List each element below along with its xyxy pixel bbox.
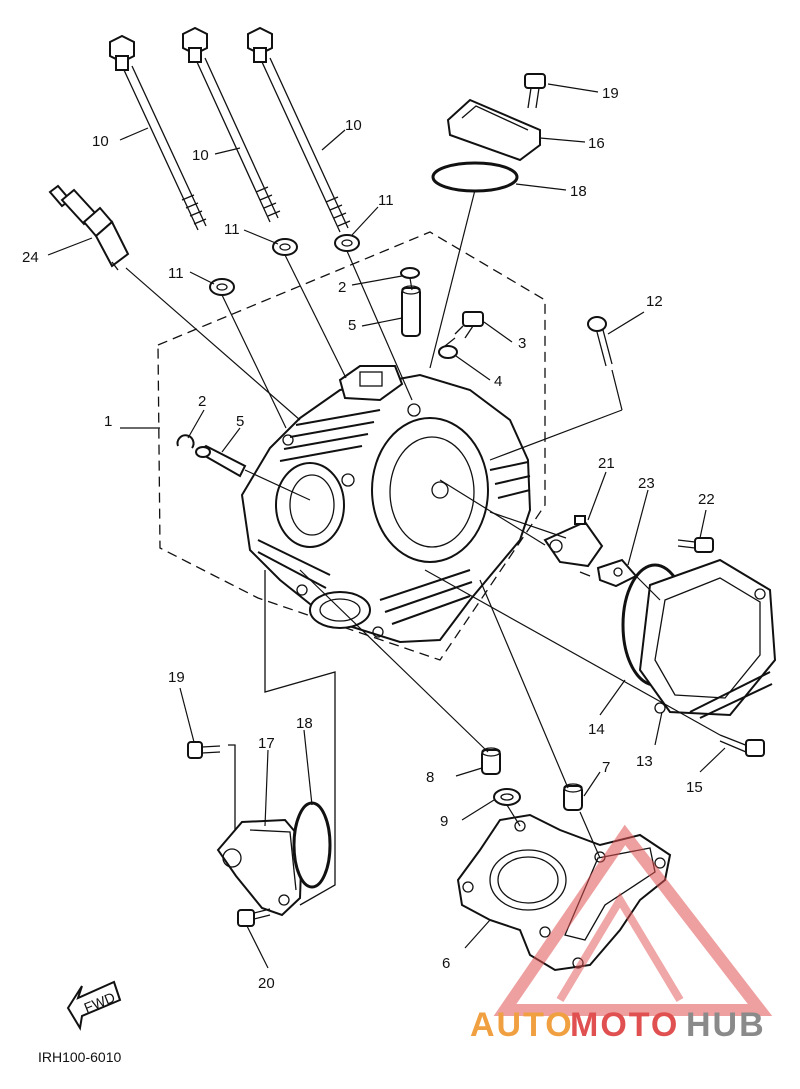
callout-19-top: 19 [602, 85, 619, 102]
washer-4 [438, 345, 458, 359]
callout-leaders [47, 83, 726, 969]
watermark-auto: AUTO [470, 1006, 574, 1044]
diagram-code: IRH100-6010 [38, 1049, 121, 1065]
part-23 [579, 558, 638, 588]
callout-17: 17 [258, 735, 275, 752]
watermark-text: AUTO MOTO HUB [470, 1006, 766, 1044]
callout-18-top: 18 [570, 183, 587, 200]
callout-11-b: 11 [224, 221, 240, 238]
valve-guide-upper [401, 285, 421, 337]
callout-18-bottom: 18 [296, 715, 313, 732]
callout-11-a: 11 [168, 265, 184, 282]
cover-17 [216, 818, 304, 917]
washer-11-c [334, 234, 360, 252]
callout-2-left: 2 [198, 393, 206, 410]
lower-assembly-outline [264, 570, 336, 906]
callout-4: 4 [494, 373, 502, 390]
callout-10-a: 10 [92, 133, 109, 150]
callout-16: 16 [588, 135, 605, 152]
callout-24: 24 [22, 249, 39, 266]
valve-cover-bracket [228, 744, 236, 832]
spark-plug [48, 184, 130, 271]
bolt-15 [719, 734, 765, 757]
cover-16 [446, 98, 541, 162]
callout-10-b: 10 [192, 147, 209, 164]
callout-1: 1 [104, 413, 112, 430]
watermark-moto: MOTO [570, 1006, 679, 1044]
callout-23: 23 [638, 475, 655, 492]
callout-10-c: 10 [345, 117, 362, 134]
fwd-arrow: FWD [66, 980, 122, 1031]
washer-11-a [209, 278, 235, 296]
callout-12: 12 [646, 293, 663, 310]
valve-guide-left [195, 444, 247, 478]
callout-21: 21 [598, 455, 615, 472]
callout-19-bottom: 19 [168, 669, 185, 686]
assembly-dashed-outline [157, 231, 546, 661]
side-cover-13 [621, 558, 777, 719]
callout-5-left: 5 [236, 413, 244, 430]
head-bolt-1 [109, 34, 207, 231]
bolt-19-top [524, 73, 546, 109]
cylinder-head-body [240, 365, 532, 644]
bolt-19-bottom [187, 741, 221, 759]
callout-8: 8 [426, 769, 434, 786]
callout-15: 15 [686, 779, 703, 796]
callout-22: 22 [698, 491, 715, 508]
callout-13: 13 [636, 753, 653, 770]
o-ring-18-top [431, 161, 519, 193]
bolt-22 [677, 537, 714, 553]
bolt-3 [454, 311, 484, 339]
head-gasket-6 [456, 813, 672, 972]
dowel-7 [563, 783, 583, 811]
bolt-20 [237, 908, 271, 927]
callout-11-c: 11 [378, 192, 394, 209]
callout-20: 20 [258, 975, 275, 992]
o-ring-18-bottom [292, 801, 332, 889]
callout-2-upper: 2 [338, 279, 346, 296]
callout-5-upper: 5 [348, 317, 356, 334]
head-bolt-2 [182, 26, 281, 223]
washer-11-b [272, 238, 298, 256]
callout-3: 3 [518, 335, 526, 352]
assembly-lines [125, 189, 721, 859]
tensioner-21 [543, 515, 604, 568]
head-bolt-3 [247, 26, 351, 233]
ring-9 [493, 788, 521, 806]
callout-9: 9 [440, 813, 448, 830]
callout-14: 14 [588, 721, 605, 738]
callout-7: 7 [602, 759, 610, 776]
watermark-hub: HUB [686, 1006, 766, 1044]
clip-2-left [176, 434, 195, 449]
callout-6: 6 [442, 955, 450, 972]
watermark-triangle-logo [493, 824, 773, 1016]
clip-2-upper [400, 267, 420, 279]
callout-labels: 1 2 2 3 4 5 5 6 7 8 9 10 10 10 11 11 11 … [22, 85, 715, 992]
bolt-12 [587, 316, 613, 367]
dowel-8 [481, 747, 501, 775]
